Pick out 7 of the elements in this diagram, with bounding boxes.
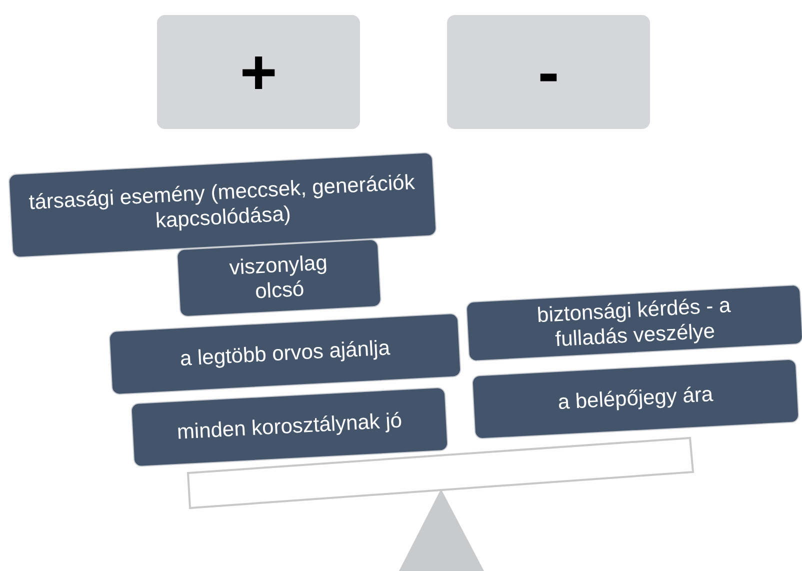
plus-sign-box: +: [157, 15, 360, 129]
argument-box: viszonylag olcsó: [176, 238, 382, 318]
argument-box: biztonsági kérdés - a fulladás veszélye: [466, 284, 802, 362]
minus-sign-box: -: [447, 15, 650, 129]
argument-box: a belépőjegy ára: [472, 358, 800, 440]
argument-box: a legtöbb orvos ajánlja: [108, 312, 462, 396]
argument-box: minden korosztálynak jó: [130, 386, 448, 468]
